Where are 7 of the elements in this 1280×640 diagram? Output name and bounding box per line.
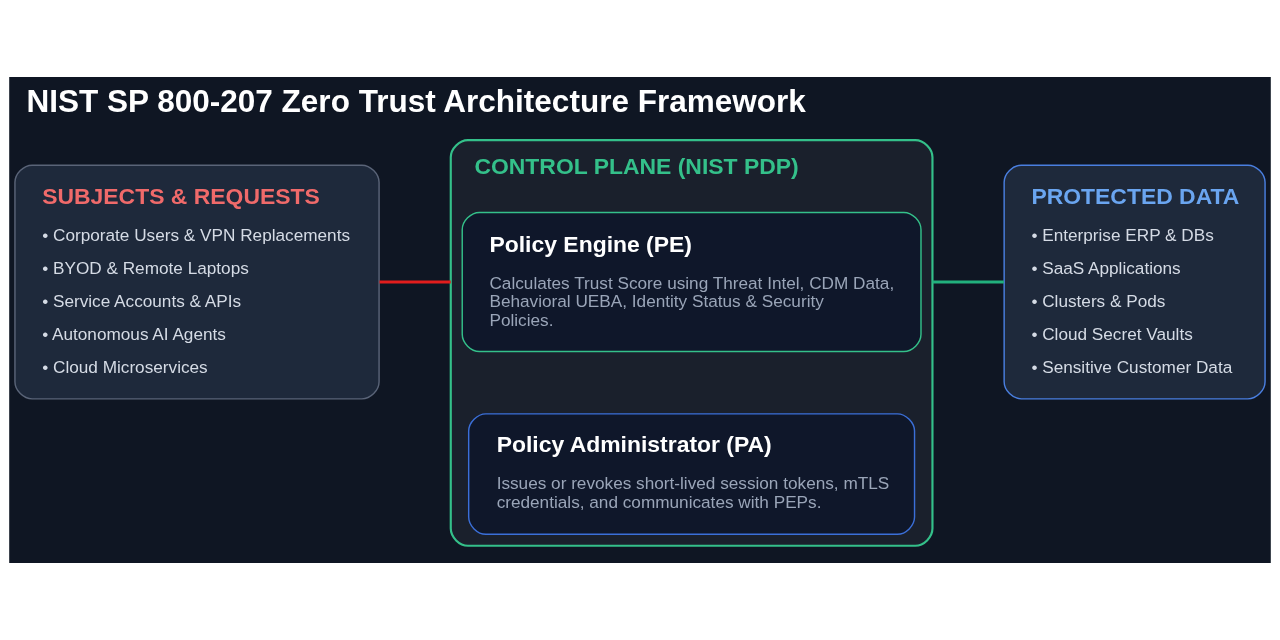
diagram-title: NIST SP 800-207 Zero Trust Architecture Framework xyxy=(26,83,806,120)
connector xyxy=(379,280,451,284)
connector xyxy=(932,280,1004,284)
node-box: PROTECTED DATA • Enterprise ERP & DBs • SaaS Applications • Clusters & Pods • Cloud Secret Vaults • Sensitive Customer Data xyxy=(1003,164,1266,400)
node-box: SUBJECTS & REQUESTS • Corporate Users & VPN Replacements • BYOD & Remote Laptops • Service Accounts & APIs • Autonomous AI Agents • Cloud Microservices xyxy=(14,164,380,400)
node-box: Policy Administrator (PA) Issues or revokes short-lived session tokens, mTLS credentials, and communicates with PEPs. xyxy=(467,413,916,536)
node-box: Policy Engine (PE) Calculates Trust Score using Threat Intel, CDM Data, Behavioral UEBA, Identity Status & Security Policies. xyxy=(461,211,922,353)
